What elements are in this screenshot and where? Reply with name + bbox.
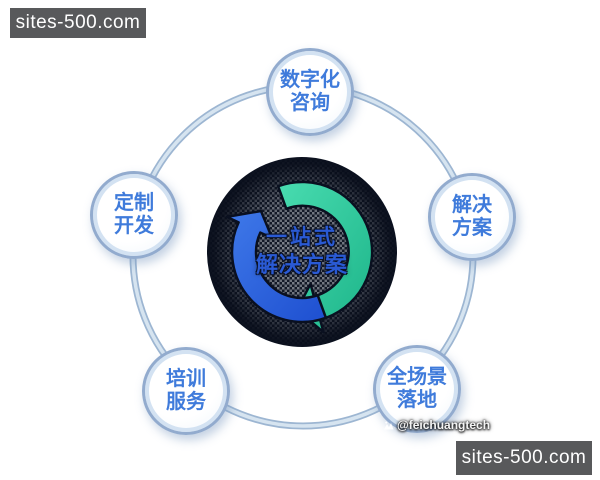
cycle-arrows-icon <box>225 180 374 334</box>
node-label: 培训 <box>166 368 206 390</box>
credit-text: @feichuangtech <box>397 418 491 432</box>
node-full-scenario-landing: 全场景 落地 <box>373 345 461 433</box>
watermark-badge-bottom-right: sites-500.com <box>456 441 592 475</box>
node-label: 解决 <box>452 194 492 216</box>
node-label: 服务 <box>166 391 206 413</box>
node-digital-consulting: 数字化 咨询 <box>266 48 354 136</box>
node-custom-development: 定制 开发 <box>90 171 178 259</box>
node-solutions: 解决 方案 <box>428 173 516 261</box>
node-label: 数字化 <box>280 69 340 91</box>
watermark-badge-top-left: sites-500.com <box>10 8 146 38</box>
logo-icon <box>384 421 394 429</box>
node-label: 开发 <box>114 215 154 237</box>
center-label-line2: 解决方案 <box>255 252 348 278</box>
node-training-services: 培训 服务 <box>142 347 230 435</box>
node-label: 定制 <box>114 192 154 214</box>
watermark-text: sites-500.com <box>15 12 141 33</box>
node-label: 咨询 <box>290 92 330 114</box>
node-label: 全场景 <box>387 366 447 388</box>
center-label-line1: 一站式 <box>266 226 338 249</box>
blue-arrow-icon <box>225 209 328 324</box>
node-label: 落地 <box>397 389 437 411</box>
center-label: 一站式 解决方案 <box>202 224 402 280</box>
node-label: 方案 <box>452 217 492 239</box>
credit-watermark: @feichuangtech <box>383 417 490 433</box>
watermark-text: sites-500.com <box>461 447 587 468</box>
